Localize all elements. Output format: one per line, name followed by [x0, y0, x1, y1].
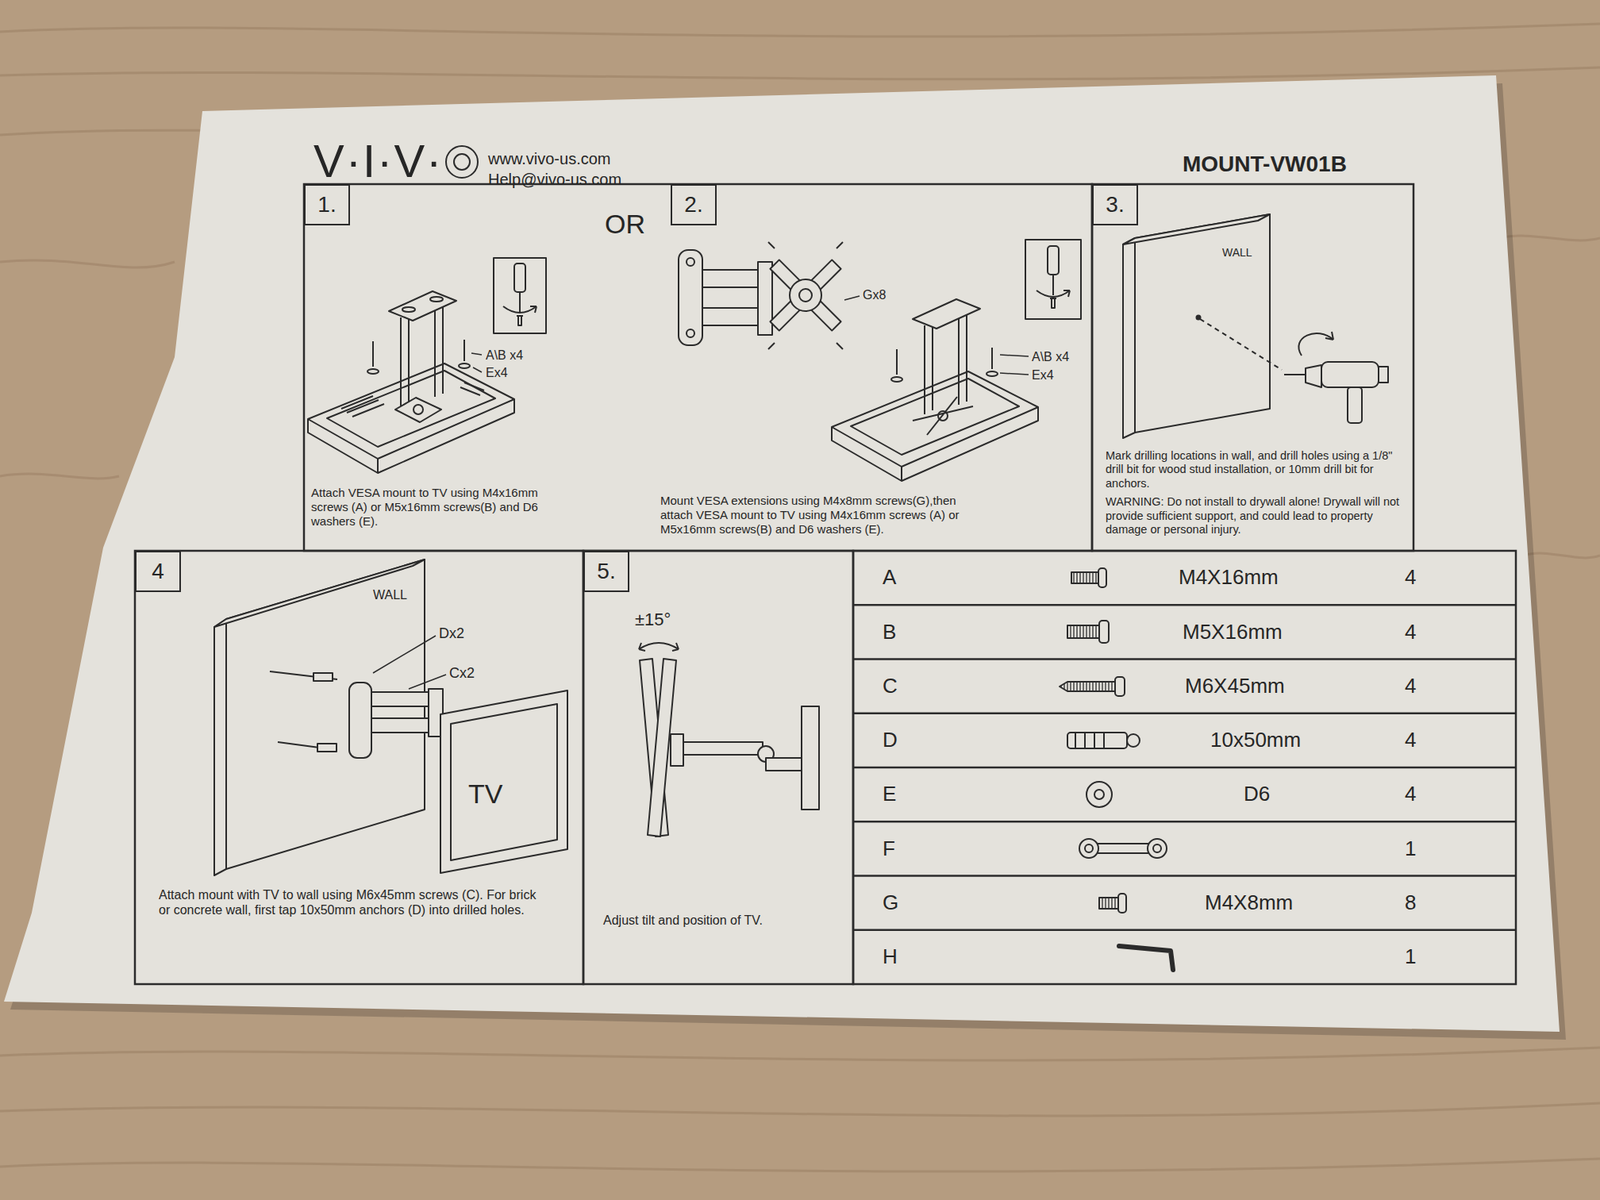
step-number-box: 4 [134, 550, 181, 593]
part-letter: C [882, 673, 898, 699]
step-number-box: 5. [583, 550, 630, 593]
step-number: 3. [1105, 192, 1124, 218]
part-letter: G [882, 890, 899, 916]
step-caption: Mount VESA extensions using M4x8mm screw… [660, 493, 970, 537]
part-quantity: 8 [1404, 890, 1416, 916]
part-size: 10x50mm [1210, 727, 1301, 753]
part-size: D6 [1243, 781, 1270, 807]
part-letter: A [882, 565, 897, 590]
part-size: M4X16mm [1178, 565, 1279, 590]
callout: Cx2 [449, 665, 475, 683]
warning-note: WARNING: Do not install to drywall alone… [1105, 495, 1408, 537]
wall-label: WALL [1222, 246, 1253, 260]
step-caption: Attach mount with TV to wall using M6x45… [158, 887, 540, 918]
email: Help@vivo-us.com [488, 169, 622, 189]
panel-5-illustration [638, 642, 820, 837]
part-letter: E [882, 781, 897, 807]
callout: A\B x4 [485, 347, 524, 363]
logo-circle [446, 146, 478, 178]
step-number: 4 [151, 559, 165, 585]
part-quantity: 1 [1404, 836, 1416, 862]
callout: Ex4 [485, 365, 508, 381]
tv-label: TV [468, 777, 503, 811]
callout: Ex4 [1031, 367, 1054, 383]
part-quantity: 4 [1404, 619, 1416, 645]
step-number-box: 1. [303, 184, 350, 226]
wall-label: WALL [373, 587, 408, 603]
part-quantity: 4 [1404, 673, 1416, 699]
or-label: OR [604, 207, 646, 241]
sheet-title: MOUNT-VW01B [1182, 150, 1347, 178]
step-number-box: 2. [670, 184, 717, 226]
callout: Dx2 [438, 625, 465, 643]
part-quantity: 4 [1404, 781, 1416, 807]
brand-logo: V·I·V· [313, 133, 443, 189]
panel-1-illustration [307, 257, 547, 474]
panel-4-illustration [214, 559, 568, 876]
step-caption: Mark drilling locations in wall, and dri… [1105, 449, 1408, 491]
callout: A\B x4 [1031, 349, 1070, 365]
panel-frames [134, 184, 1516, 985]
part-quantity: 4 [1404, 727, 1416, 753]
paper-sheet [3, 75, 1560, 1032]
part-letter: H [882, 944, 898, 970]
step-number-box: 3. [1092, 184, 1139, 226]
panel-2-illustration [678, 239, 1081, 481]
panel-3-illustration [1123, 214, 1389, 439]
step-number: 5. [596, 559, 616, 585]
part-letter: F [882, 836, 896, 862]
part-size: M5X16mm [1182, 619, 1283, 645]
wood-grain [0, 23, 1600, 1172]
part-quantity: 1 [1404, 944, 1416, 970]
part-letter: B [882, 619, 897, 645]
step-caption: Adjust tilt and position of TV. [603, 912, 842, 928]
part-letter: D [882, 727, 898, 753]
parts-icons [1059, 568, 1174, 970]
part-quantity: 4 [1404, 565, 1416, 590]
step-number: 1. [317, 192, 336, 218]
step-number: 2. [684, 192, 703, 218]
callout: Gx8 [862, 287, 886, 303]
part-size: M6X45mm [1184, 673, 1285, 699]
part-size: M4X8mm [1204, 890, 1293, 916]
website: www.vivo-us.com [488, 149, 611, 169]
tilt-angle: ±15° [634, 609, 671, 631]
step-caption: Attach VESA mount to TV using M4x16mm sc… [311, 485, 558, 529]
